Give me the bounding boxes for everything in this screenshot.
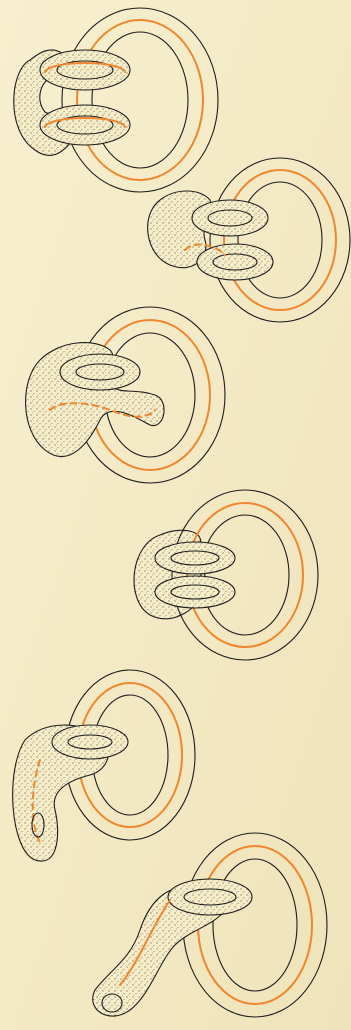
figure-4-small-ring-top — [155, 542, 235, 574]
figure-1-small-ring-bottom — [40, 105, 130, 145]
figure-2-small-ring-top — [192, 200, 268, 236]
figure-1-small-ring-top — [40, 50, 130, 90]
figure-6-small-ring — [168, 879, 252, 915]
figure-4-small-ring-bottom — [155, 576, 235, 608]
figure-3-small-ring — [60, 354, 140, 390]
figure-2-small-ring-bottom — [197, 244, 273, 280]
figure-5-small-ring — [52, 725, 128, 759]
